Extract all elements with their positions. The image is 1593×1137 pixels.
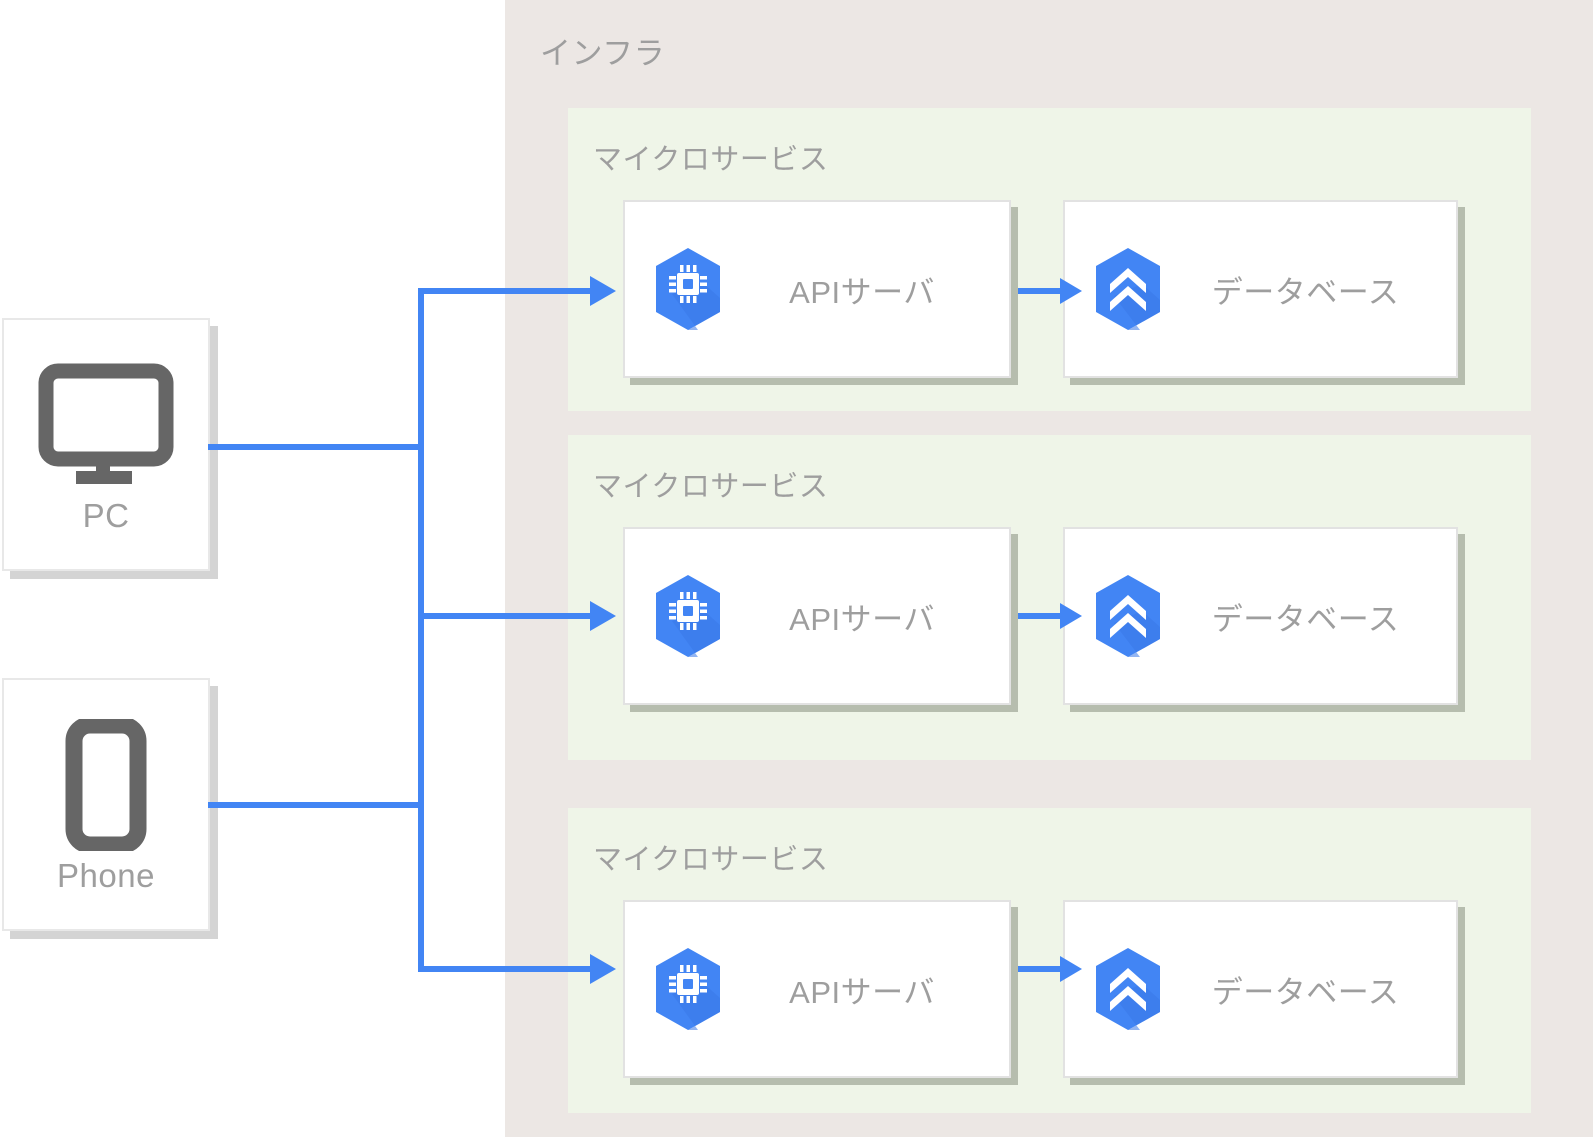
- api-server-card-2[interactable]: APIサーバ: [623, 527, 1011, 705]
- arrow-head-db-3: [1060, 956, 1082, 982]
- infra-panel-title: インフラ: [540, 36, 666, 71]
- connector-api-to-db-2: [1018, 613, 1062, 619]
- compute-engine-chip-icon: [647, 246, 729, 332]
- connector-api-to-db-1: [1018, 288, 1062, 294]
- microservice-group-3-title: マイクロサービス: [593, 844, 829, 876]
- connector-pc-to-trunk: [208, 444, 424, 450]
- arrow-head-db-2: [1060, 603, 1082, 629]
- datastore-chevron-icon: [1087, 573, 1169, 659]
- connector-trunk-to-api-3: [418, 966, 592, 972]
- api-server-card-1[interactable]: APIサーバ: [623, 200, 1011, 378]
- client-label-pc: PC: [82, 496, 130, 534]
- mobile-phone-icon: [31, 715, 181, 855]
- database-card-1[interactable]: データベース: [1063, 200, 1458, 378]
- connector-vertical-trunk: [418, 288, 424, 972]
- database-label-3: データベース: [1211, 974, 1400, 1010]
- arrow-head-api-2: [590, 601, 616, 631]
- database-card-3[interactable]: データベース: [1063, 900, 1458, 1078]
- api-server-label-3: APIサーバ: [789, 974, 935, 1010]
- arrow-head-api-3: [590, 954, 616, 984]
- microservice-group-2-title: マイクロサービス: [593, 471, 829, 503]
- connector-phone-to-trunk: [208, 802, 424, 808]
- connector-api-to-db-3: [1018, 966, 1062, 972]
- microservice-group-3: マイクロサービス: [568, 808, 1531, 1113]
- microservice-group-2: マイクロサービス: [568, 435, 1531, 760]
- desktop-monitor-icon: [31, 355, 181, 495]
- datastore-chevron-icon: [1087, 946, 1169, 1032]
- compute-engine-chip-icon: [647, 946, 729, 1032]
- arrow-head-api-1: [590, 276, 616, 306]
- connector-trunk-to-api-1: [418, 288, 592, 294]
- arrow-head-db-1: [1060, 278, 1082, 304]
- datastore-chevron-icon: [1087, 246, 1169, 332]
- compute-engine-chip-icon: [647, 573, 729, 659]
- api-server-card-3[interactable]: APIサーバ: [623, 900, 1011, 1078]
- api-server-label-1: APIサーバ: [789, 274, 935, 310]
- client-card-pc[interactable]: PC: [2, 318, 210, 571]
- api-server-label-2: APIサーバ: [789, 601, 935, 637]
- microservice-group-1: マイクロサービス: [568, 108, 1531, 411]
- client-card-phone[interactable]: Phone: [2, 678, 210, 931]
- database-label-2: データベース: [1211, 601, 1400, 637]
- microservice-group-1-title: マイクロサービス: [593, 144, 829, 176]
- database-card-2[interactable]: データベース: [1063, 527, 1458, 705]
- client-label-phone: Phone: [57, 856, 155, 894]
- connector-trunk-to-api-2: [418, 613, 592, 619]
- database-label-1: データベース: [1211, 274, 1400, 310]
